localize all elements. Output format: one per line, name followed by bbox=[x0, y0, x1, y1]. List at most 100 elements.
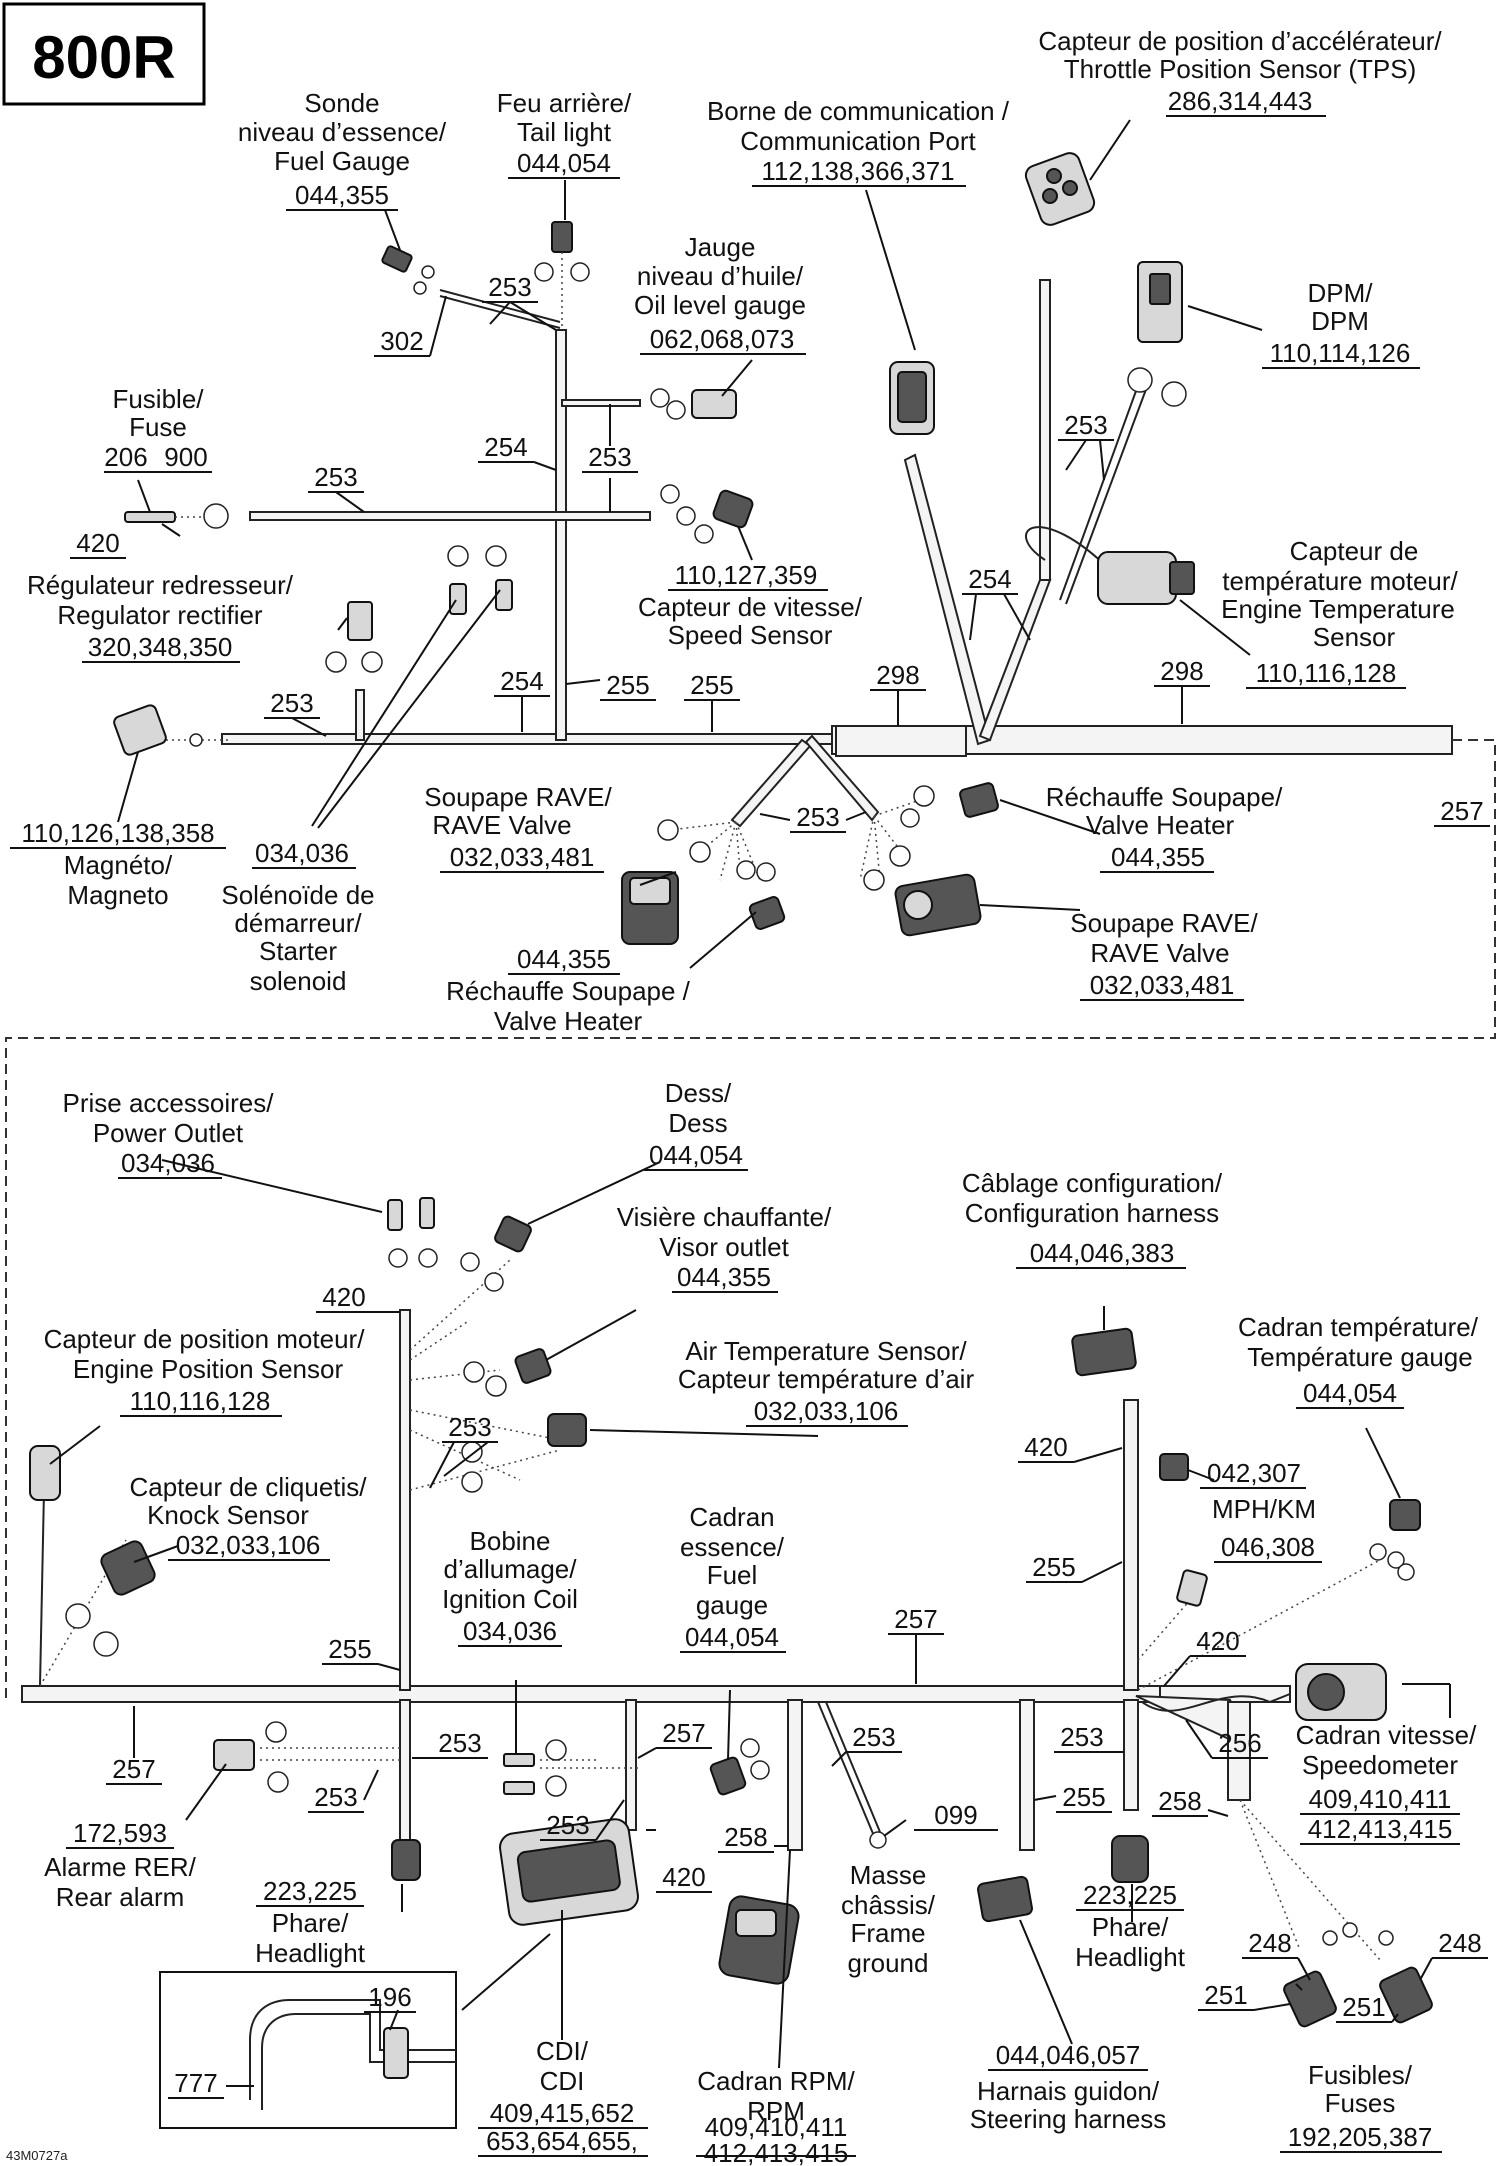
fuel-gauge-dial-connector bbox=[709, 1738, 770, 1796]
comm-port-connector bbox=[889, 361, 935, 435]
speed-sensor-connector bbox=[660, 484, 754, 544]
label-fuses: Fusibles/ Fuses 192,205,387 bbox=[1280, 2060, 1442, 2153]
branch-comm-port bbox=[903, 453, 992, 746]
config-harness-connector bbox=[1071, 1327, 1137, 1377]
label-engine-position: Capteur de position moteur/ Engine Posit… bbox=[44, 1324, 365, 1417]
svg-text:206: 206 bbox=[104, 442, 147, 472]
svg-text:223,225: 223,225 bbox=[1083, 1880, 1177, 1910]
power-outlet-connectors bbox=[387, 1197, 438, 1268]
svg-text:Masse: Masse bbox=[850, 1860, 927, 1890]
svg-text:démarreur/: démarreur/ bbox=[234, 908, 362, 938]
svg-text:d’allumage/: d’allumage/ bbox=[444, 1554, 578, 1584]
svg-text:châssis/: châssis/ bbox=[841, 1890, 936, 1920]
svg-text:Power Outlet: Power Outlet bbox=[93, 1118, 244, 1148]
label-speedometer: Cadran vitesse/ Speedometer 409,410,411 … bbox=[1296, 1720, 1477, 1845]
label-tps: Capteur de position d’accélérateur/ Thro… bbox=[1038, 26, 1442, 117]
svg-text:Réchauffe Soupape /: Réchauffe Soupape / bbox=[446, 976, 691, 1006]
lower-main-trunk bbox=[21, 1685, 1273, 1703]
svg-text:Ignition Coil: Ignition Coil bbox=[442, 1584, 578, 1614]
svg-text:258: 258 bbox=[1158, 1786, 1201, 1816]
svg-text:046,308: 046,308 bbox=[1221, 1532, 1315, 1562]
svg-text:420: 420 bbox=[1024, 1432, 1067, 1462]
inset-detail bbox=[159, 1971, 457, 2129]
knock-sensor-connector bbox=[65, 1540, 156, 1657]
svg-text:solenoid: solenoid bbox=[250, 966, 347, 996]
figure-code: 43M0727a bbox=[6, 2148, 68, 2163]
svg-text:Configuration harness: Configuration harness bbox=[965, 1198, 1219, 1228]
riser-cdi bbox=[625, 1699, 637, 1831]
label-rave-left: Soupape RAVE/ RAVE Valve 032,033,481 bbox=[424, 782, 612, 873]
svg-text:Visière chauffante/: Visière chauffante/ bbox=[617, 1202, 832, 1232]
svg-text:253: 253 bbox=[488, 272, 531, 302]
svg-text:044,355: 044,355 bbox=[295, 180, 389, 210]
branch-dpm bbox=[1059, 379, 1149, 605]
svg-text:110,114,126: 110,114,126 bbox=[1270, 338, 1411, 368]
rave-left-valve bbox=[621, 819, 711, 945]
label-air-temp: Air Temperature Sensor/ Capteur températ… bbox=[678, 1336, 974, 1427]
svg-text:255: 255 bbox=[1032, 1552, 1075, 1582]
svg-text:Frame: Frame bbox=[850, 1918, 925, 1948]
svg-text:niveau d’essence/: niveau d’essence/ bbox=[238, 117, 447, 147]
svg-text:110,116,128: 110,116,128 bbox=[1256, 658, 1397, 688]
label-comm-port: Borne de communication / Communication P… bbox=[707, 96, 1010, 187]
svg-text:essence/: essence/ bbox=[680, 1532, 785, 1562]
svg-text:042,307: 042,307 bbox=[1207, 1458, 1301, 1488]
label-dpm: DPM/ DPM 110,114,126 bbox=[1262, 278, 1420, 369]
svg-text:Fuel: Fuel bbox=[707, 1560, 758, 1590]
svg-text:223,225: 223,225 bbox=[263, 1876, 357, 1906]
label-starter: 034,036 Solénoïde de démarreur/ Starter … bbox=[221, 838, 374, 996]
svg-text:253: 253 bbox=[270, 688, 313, 718]
svg-text:Harnais guidon/: Harnais guidon/ bbox=[977, 2076, 1160, 2106]
svg-text:DPM/: DPM/ bbox=[1308, 278, 1374, 308]
valve-heater-right-connector bbox=[900, 782, 999, 828]
svg-text:Valve Heater: Valve Heater bbox=[494, 1006, 643, 1036]
svg-text:900: 900 bbox=[164, 442, 207, 472]
svg-text:286,314,443: 286,314,443 bbox=[1168, 86, 1313, 116]
svg-text:Cadran vitesse/: Cadran vitesse/ bbox=[1296, 1720, 1477, 1750]
svg-text:044,046,383: 044,046,383 bbox=[1030, 1238, 1175, 1268]
wires-ignition bbox=[540, 1759, 640, 1769]
label-knock: Capteur de cliquetis/ Knock Sensor 032,0… bbox=[129, 1472, 367, 1561]
svg-text:253: 253 bbox=[314, 462, 357, 492]
svg-text:257: 257 bbox=[112, 1754, 155, 1784]
wire-engine-position bbox=[39, 1489, 45, 1687]
svg-text:Communication Port: Communication Port bbox=[740, 126, 976, 156]
svg-text:gauge: gauge bbox=[696, 1590, 768, 1620]
label-ignition: Bobine d’allumage/ Ignition Coil 034,036 bbox=[442, 1526, 578, 1647]
svg-text:255: 255 bbox=[606, 670, 649, 700]
svg-text:044,054: 044,054 bbox=[1303, 1378, 1397, 1408]
svg-text:034,036: 034,036 bbox=[463, 1616, 557, 1646]
wires-mph bbox=[1137, 1599, 1191, 1661]
svg-text:Capteur de position d’accéléra: Capteur de position d’accélérateur/ bbox=[1038, 26, 1442, 56]
svg-text:Visor outlet: Visor outlet bbox=[659, 1232, 789, 1262]
title-box bbox=[2, 2, 206, 106]
svg-text:Engine Position Sensor: Engine Position Sensor bbox=[73, 1354, 344, 1384]
riser-headlight bbox=[1123, 1699, 1139, 1811]
svg-text:Phare/: Phare/ bbox=[272, 1908, 349, 1938]
svg-text:110,116,128: 110,116,128 bbox=[130, 1386, 271, 1416]
mph-km-connector bbox=[1159, 1453, 1208, 1607]
branch-steering-loop bbox=[1141, 1693, 1291, 1712]
svg-text:409,410,411: 409,410,411 bbox=[705, 2112, 848, 2142]
svg-text:044,355: 044,355 bbox=[517, 944, 611, 974]
label-valve-heater-left: 044,355 Réchauffe Soupape / Valve Heater bbox=[446, 944, 691, 1036]
svg-text:044,054: 044,054 bbox=[685, 1622, 779, 1652]
label-engine-temp: Capteur de température moteur/ Engine Te… bbox=[1221, 536, 1459, 689]
svg-text:420: 420 bbox=[662, 1862, 705, 1892]
svg-text:099: 099 bbox=[934, 1800, 977, 1830]
svg-text:298: 298 bbox=[1160, 656, 1203, 686]
svg-text:Borne de communication /: Borne de communication / bbox=[707, 96, 1010, 126]
label-dess: Dess/ Dess 044,054 bbox=[644, 1078, 748, 1171]
svg-text:RPM: RPM bbox=[747, 2096, 805, 2126]
wires-rave-right bbox=[859, 799, 921, 881]
svg-text:Soupape RAVE/: Soupape RAVE/ bbox=[424, 782, 612, 812]
svg-text:Solénoïde de: Solénoïde de bbox=[221, 880, 374, 910]
label-magneto: 110,126,138,358 Magnéto/ Magneto bbox=[10, 818, 226, 910]
svg-text:RAVE Valve: RAVE Valve bbox=[1090, 938, 1229, 968]
svg-text:298: 298 bbox=[876, 660, 919, 690]
svg-text:Knock Sensor: Knock Sensor bbox=[147, 1500, 309, 1530]
svg-text:777: 777 bbox=[174, 2068, 217, 2098]
svg-text:Regulator rectifier: Regulator rectifier bbox=[57, 600, 263, 630]
rave-right-valve bbox=[863, 845, 982, 937]
svg-text:Throttle Position Sensor (TPS): Throttle Position Sensor (TPS) bbox=[1064, 54, 1417, 84]
